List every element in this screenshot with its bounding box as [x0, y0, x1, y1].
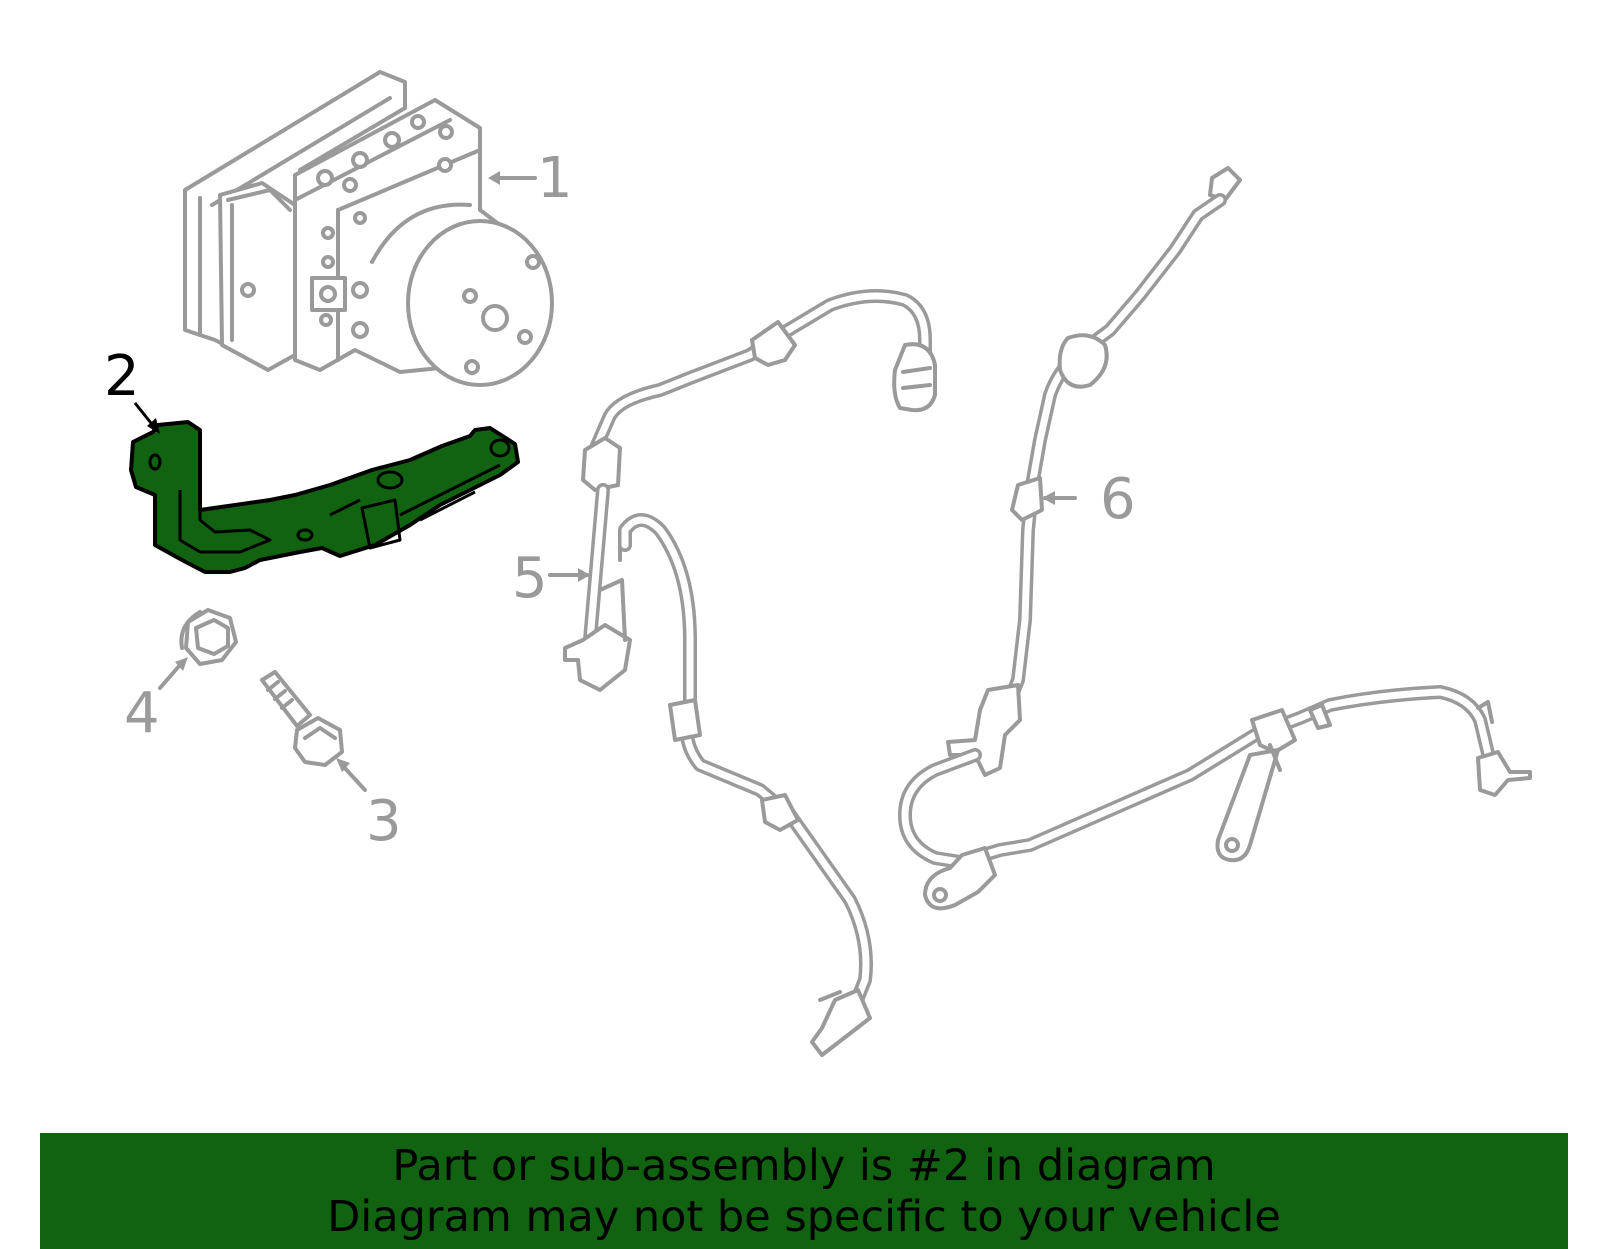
info-banner: Part or sub-assembly is #2 in diagram Di… — [40, 1133, 1568, 1249]
part-5-wheel-speed-sensor[interactable]: 5 — [512, 289, 937, 1057]
banner-line-2: Diagram may not be specific to your vehi… — [327, 1192, 1281, 1242]
callout-3: 3 — [366, 789, 402, 854]
part-4-nut[interactable]: 4 — [124, 608, 238, 746]
callout-6: 6 — [1100, 467, 1136, 532]
part-2-bracket[interactable]: 2 — [104, 344, 520, 574]
callout-5: 5 — [512, 546, 548, 611]
callout-2: 2 — [104, 344, 140, 409]
part-6-wheel-speed-sensor[interactable]: 6 — [898, 166, 1532, 911]
callout-4: 4 — [124, 681, 160, 746]
banner-line-1: Part or sub-assembly is #2 in diagram — [392, 1141, 1216, 1191]
part-1-abs-module[interactable]: 1 — [183, 70, 573, 387]
part-3-bolt[interactable]: 3 — [260, 670, 402, 854]
callout-1: 1 — [537, 146, 573, 211]
